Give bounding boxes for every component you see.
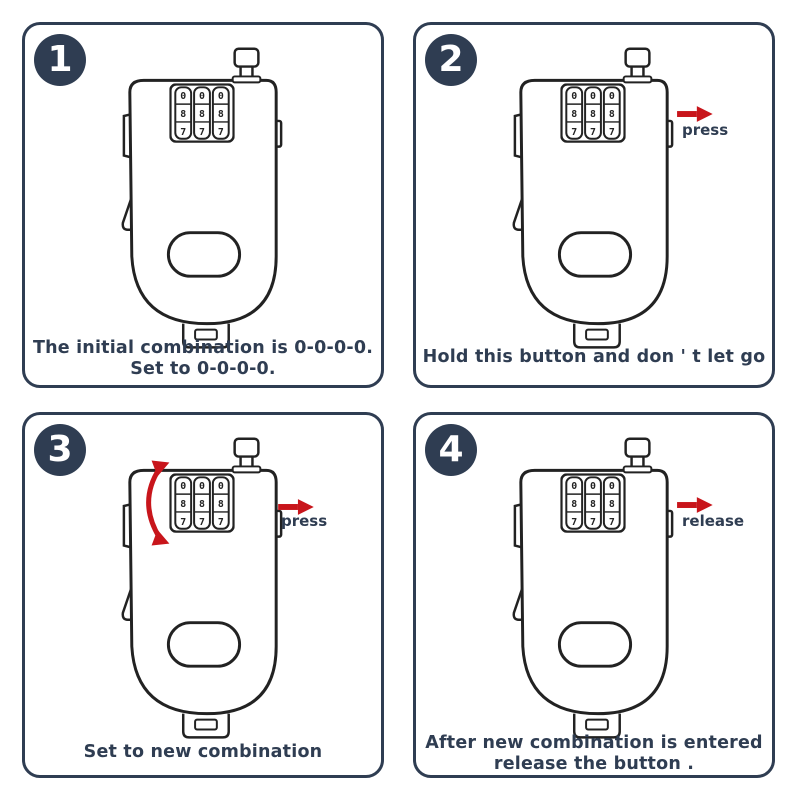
dial-digit: 7	[218, 127, 224, 138]
dial-digit: 8	[218, 109, 224, 120]
dial-digit: 7	[199, 517, 205, 528]
dial-digit: 8	[571, 499, 577, 510]
dial-digit: 0	[218, 91, 224, 102]
step-number-badge: 2	[425, 34, 477, 86]
press-label: press	[281, 512, 328, 530]
dial-digit: 7	[571, 127, 577, 138]
dial-digit: 8	[590, 109, 596, 120]
step-number-badge: 4	[425, 424, 477, 476]
dial-digit: 7	[218, 517, 224, 528]
dial-digit: 8	[609, 499, 615, 510]
combination-lock-illustration: 0 0 0 8 8 8 7 7 7	[25, 25, 381, 385]
release-label: release	[682, 512, 745, 530]
caption-line: The initial combination is 0-0-0-0.	[32, 338, 374, 358]
dial-digit: 0	[571, 481, 577, 492]
dial-digit: 8	[590, 499, 596, 510]
step-caption: The initial combination is 0-0-0-0. Set …	[25, 338, 381, 380]
dial-digit: 0	[571, 91, 577, 102]
dial-digit: 7	[609, 517, 615, 528]
right-arrow-icon	[677, 497, 713, 513]
dial-digit: 7	[590, 517, 596, 528]
caption-line: release the button .	[493, 754, 695, 774]
dial-digit: 7	[199, 127, 205, 138]
dial-digit: 0	[609, 91, 615, 102]
step-panel-1: 1 0 0 0 8 8 8 7 7 7 The initial combinat…	[22, 22, 384, 388]
dial-digit: 0	[199, 481, 205, 492]
dial-digit: 0	[180, 91, 186, 102]
dial-digit: 8	[199, 499, 205, 510]
dial-digit: 7	[180, 517, 186, 528]
combination-lock-illustration: 0 0 0 8 8 8 7 7 7	[416, 25, 713, 385]
dial-digit: 8	[609, 109, 615, 120]
dial-digit: 0	[609, 481, 615, 492]
combination-lock-illustration: 0 0 0 8 8 8 7 7 7	[416, 415, 713, 775]
dial-digit: 8	[199, 109, 205, 120]
caption-line: Hold this button and don ' t let go	[422, 347, 766, 367]
step-caption: After new combination is entered release…	[416, 733, 772, 775]
step-panel-4: 4 0 0 0 8 8 8 7 7 7 release After new co…	[413, 412, 775, 778]
caption-line: Set to new combination	[83, 742, 323, 762]
step-caption: Hold this button and don ' t let go	[416, 347, 772, 368]
press-label: press	[682, 121, 729, 139]
caption-line: Set to 0-0-0-0.	[130, 359, 276, 379]
rotate-arrow-icon	[146, 460, 170, 546]
right-arrow-icon	[677, 106, 713, 122]
step-number-badge: 3	[34, 424, 86, 476]
dial-digit: 7	[180, 127, 186, 138]
dial-digit: 0	[180, 481, 186, 492]
step-panel-2: 2 0 0 0 8 8 8 7 7 7 press Hold this butt…	[413, 22, 775, 388]
dial-digit: 0	[218, 481, 224, 492]
dial-digit: 8	[180, 109, 186, 120]
step-number-badge: 1	[34, 34, 86, 86]
step-caption: Set to new combination	[25, 742, 381, 763]
caption-line: After new combination is entered	[425, 733, 763, 753]
dial-digit: 7	[571, 517, 577, 528]
dial-digit: 0	[590, 481, 596, 492]
dial-digit: 7	[609, 127, 615, 138]
dial-digit: 0	[590, 91, 596, 102]
dial-digit: 8	[218, 499, 224, 510]
right-arrow-icon	[278, 499, 314, 515]
dial-digit: 8	[571, 109, 577, 120]
dial-digit: 7	[590, 127, 596, 138]
dial-digit: 8	[180, 499, 186, 510]
dial-digit: 0	[199, 91, 205, 102]
combination-lock-illustration: 0 0 0 8 8 8 7 7 7	[25, 415, 314, 775]
step-panel-3: 3 0 0 0 8 8 8 7 7 7	[22, 412, 384, 778]
